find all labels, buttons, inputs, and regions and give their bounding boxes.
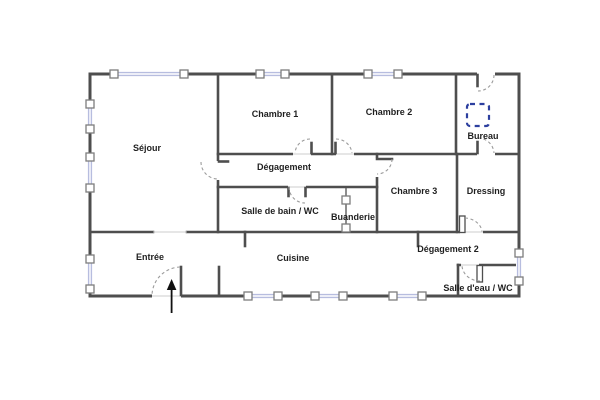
chambre2-door-arc [335, 138, 353, 154]
salle-de-bain-door-arc [288, 186, 306, 204]
chambre3-door-arc [376, 158, 393, 175]
room-label-cuisine: Cuisine [277, 253, 310, 263]
door-jambs [179, 73, 479, 297]
room-label-dressing: Dressing [467, 186, 506, 196]
salledeau-door-leaf [476, 264, 484, 283]
sejour-door-arc [200, 161, 219, 180]
room-label-degagement: Dégagement [257, 162, 311, 172]
thresholds [152, 153, 483, 297]
room-label-sejour: Séjour [133, 143, 162, 153]
room-label-chambre2: Chambre 2 [366, 107, 413, 117]
window-cutouts [87, 71, 522, 299]
dressing-door-arc [464, 217, 483, 232]
entrance-arrow-icon [166, 279, 177, 313]
room-label-buanderie: Buanderie [331, 212, 375, 222]
window-frames [85, 69, 524, 301]
bureau-skylight-icon [465, 102, 491, 128]
room-label-salle-de-bain: Salle de bain / WC [241, 206, 319, 216]
salledeau-door-arc [461, 265, 481, 282]
chambre1-door-arc [294, 138, 311, 154]
entrance-door-arc [151, 266, 181, 296]
dressing-door-leaf [458, 215, 466, 234]
room-label-salle-deau: Salle d'eau / WC [443, 283, 513, 293]
bureau-dressing-door-arc [477, 137, 495, 154]
room-label-degagement2: Dégagement 2 [417, 244, 479, 254]
room-label-entree: Entrée [136, 252, 164, 262]
window-glass [87, 71, 522, 299]
room-label-bureau: Bureau [467, 131, 498, 141]
door-leaves [458, 215, 484, 283]
door-arcs [151, 74, 495, 296]
door-openings [152, 70, 495, 300]
room-labels: Séjour Chambre 1 Chambre 2 Bureau Dégage… [133, 107, 513, 293]
bureau-exterior-door-arc [477, 74, 495, 92]
room-label-chambre1: Chambre 1 [252, 109, 299, 119]
room-label-chambre3: Chambre 3 [391, 186, 438, 196]
